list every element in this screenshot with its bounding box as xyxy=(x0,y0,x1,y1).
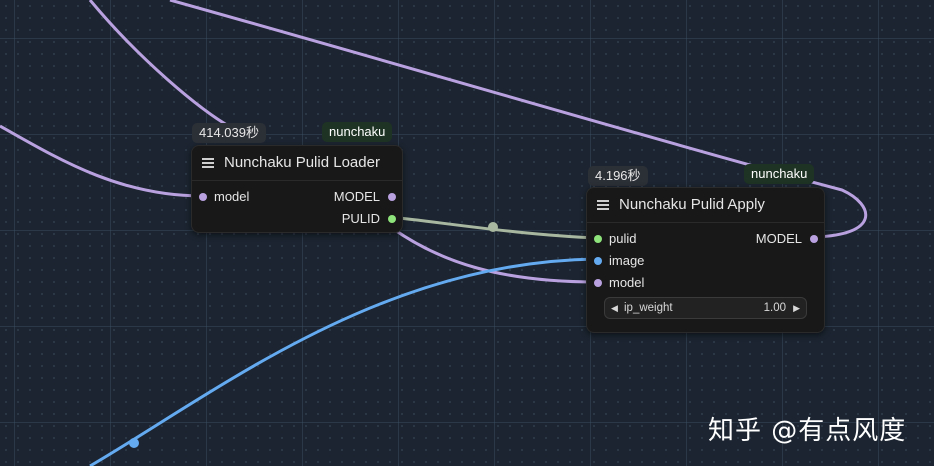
model-output-label: MODEL xyxy=(755,231,802,246)
apply-time-badge: 4.196秒 xyxy=(588,166,648,186)
pulid-output-dot[interactable] xyxy=(388,215,396,223)
pulid-output-label: PULID xyxy=(341,211,380,226)
pulid-input-label: pulid xyxy=(609,231,637,246)
model-link-to-apply[interactable] xyxy=(391,226,598,284)
model-output-dot[interactable] xyxy=(810,235,818,243)
model-input-label: model xyxy=(214,189,250,204)
node-title: Nunchaku Pulid Apply xyxy=(619,196,765,213)
loader-time-badge: 414.039秒 xyxy=(192,123,266,143)
model-link-to-loader[interactable] xyxy=(0,124,203,198)
model-link-top-short[interactable] xyxy=(88,0,233,130)
nunchaku-pulid-loader-node[interactable]: Nunchaku Pulid Loader model MODEL PULID xyxy=(191,145,403,233)
model-input-dot[interactable] xyxy=(594,279,602,287)
decrement-arrow-icon[interactable]: ◀ xyxy=(611,303,618,313)
node-title-bar[interactable]: Nunchaku Pulid Loader xyxy=(192,146,402,181)
image-link-midpoint[interactable] xyxy=(129,438,139,448)
apply-tag-badge: nunchaku xyxy=(744,164,815,184)
nunchaku-pulid-apply-node[interactable]: Nunchaku Pulid Apply pulid MODEL image m… xyxy=(586,187,825,333)
model-input-dot[interactable] xyxy=(199,193,207,201)
pulid-link[interactable] xyxy=(389,215,598,240)
ip-weight-label: ip_weight xyxy=(624,302,673,314)
ip-weight-widget[interactable]: ◀ ip_weight 1.00 ▶ xyxy=(604,297,807,319)
model-output-label: MODEL xyxy=(333,189,380,204)
watermark: 知乎 @有点风度 xyxy=(708,416,907,446)
image-link[interactable] xyxy=(89,257,598,466)
pulid-link-midpoint[interactable] xyxy=(488,222,498,232)
model-output-dot[interactable] xyxy=(388,193,396,201)
pulid-input-dot[interactable] xyxy=(594,235,602,243)
loader-tag-badge: nunchaku xyxy=(322,122,393,142)
image-input-dot[interactable] xyxy=(594,257,602,265)
node-title: Nunchaku Pulid Loader xyxy=(224,154,380,171)
model-input-label: model xyxy=(609,275,645,290)
menu-icon[interactable] xyxy=(202,158,214,168)
node-title-bar[interactable]: Nunchaku Pulid Apply xyxy=(587,188,824,223)
image-input-label: image xyxy=(609,253,645,268)
increment-arrow-icon[interactable]: ▶ xyxy=(793,303,800,313)
ip-weight-value: 1.00 xyxy=(763,302,786,314)
menu-icon[interactable] xyxy=(597,200,609,210)
model-link-top-long[interactable] xyxy=(169,0,868,239)
